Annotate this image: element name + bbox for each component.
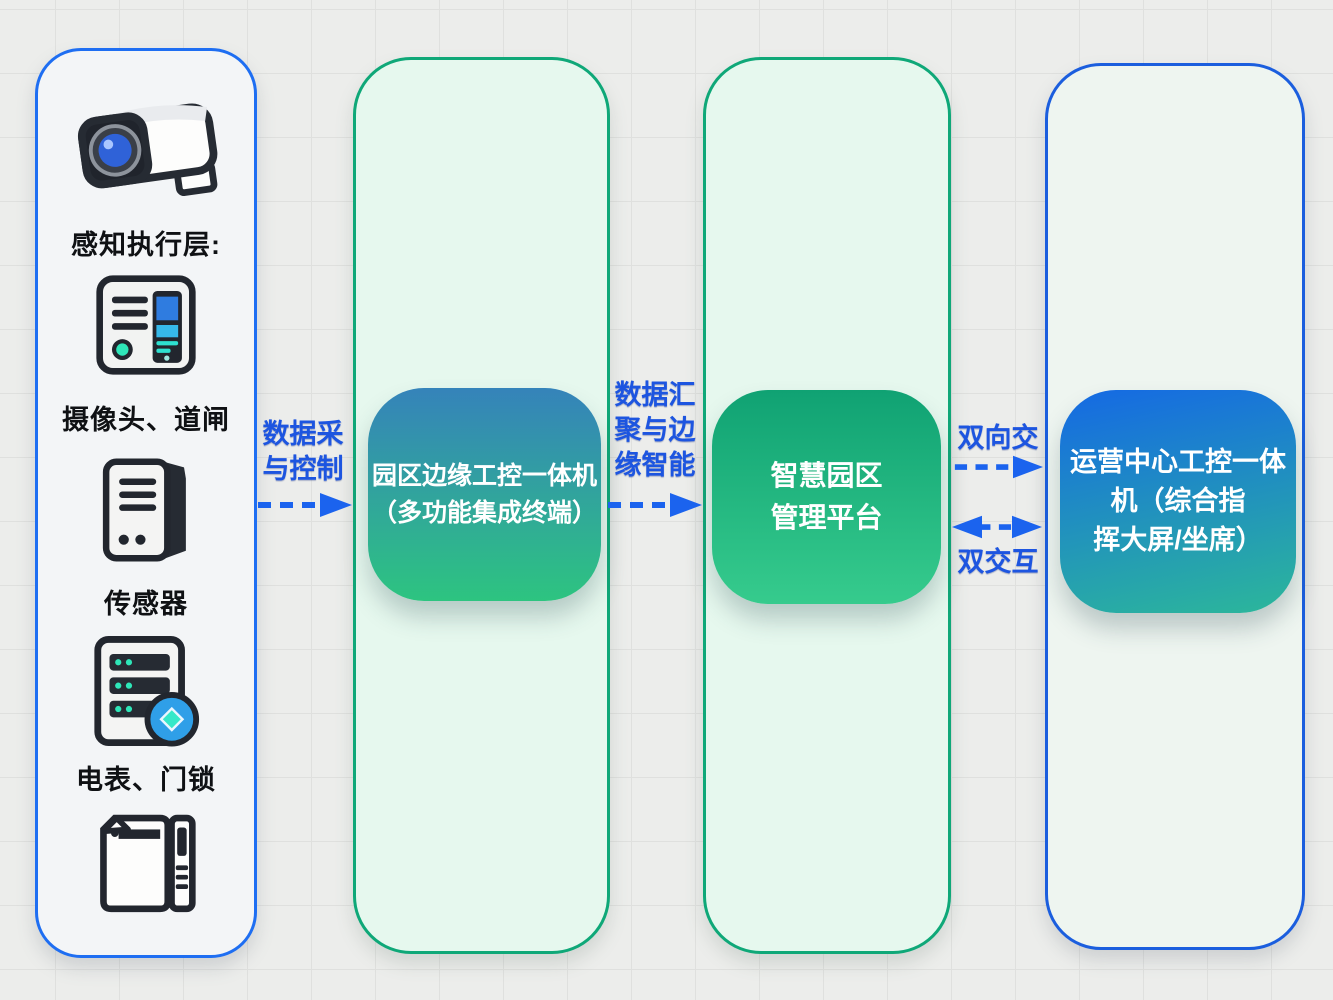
- flow-aggregate-label: 数据汇 聚与边 缘智能: [614, 380, 696, 481]
- access-terminal-icon: [94, 273, 198, 377]
- ops-box-line2: 机（综合指: [1110, 485, 1246, 516]
- flow-collect-control-label: 数据采 与控制: [262, 419, 344, 485]
- meter-lock-label: 电表、门锁: [76, 765, 216, 795]
- arrow-right-icon: [950, 452, 1046, 482]
- sensor-label: 传感器: [104, 589, 188, 619]
- edge-box-line1: 园区边缘工控一体机: [371, 462, 597, 491]
- operations-center-box: 运营中心工控一体 机（综合指 挥大屏/坐席）: [1060, 390, 1296, 613]
- edge-controller-box: 园区边缘工控一体机 （多功能集成终端）: [368, 388, 601, 601]
- platform-box-line1: 智慧园区: [770, 460, 883, 491]
- arrow-right-icon: [604, 489, 704, 521]
- camera-gate-label: 摄像头、道闸: [62, 405, 230, 435]
- sensing-layer-panel: 感知执行层: 摄像头、道闸: [35, 48, 257, 958]
- flow-bidirectional-top-label: 双向交: [957, 423, 1039, 453]
- flow-bidirectional-bottom-label: 双交互: [957, 547, 1039, 577]
- ops-box-line3: 挥大屏/坐席）: [1093, 525, 1263, 556]
- platform-box-line2: 管理平台: [770, 502, 883, 533]
- arrow-right-icon: [254, 489, 354, 521]
- sensing-layer-label: 感知执行层:: [71, 230, 221, 260]
- document-terminal-icon: [94, 807, 198, 919]
- platform-box: 智慧园区 管理平台: [712, 390, 941, 604]
- edge-box-line2: （多功能集成终端）: [371, 498, 597, 527]
- sensor-tower-icon: [95, 451, 197, 569]
- meter-lock-server-icon: [90, 633, 202, 751]
- arrow-both-icon: [948, 512, 1046, 542]
- cctv-camera-icon: [58, 79, 234, 215]
- ops-box-line1: 运营中心工控一体: [1070, 446, 1286, 477]
